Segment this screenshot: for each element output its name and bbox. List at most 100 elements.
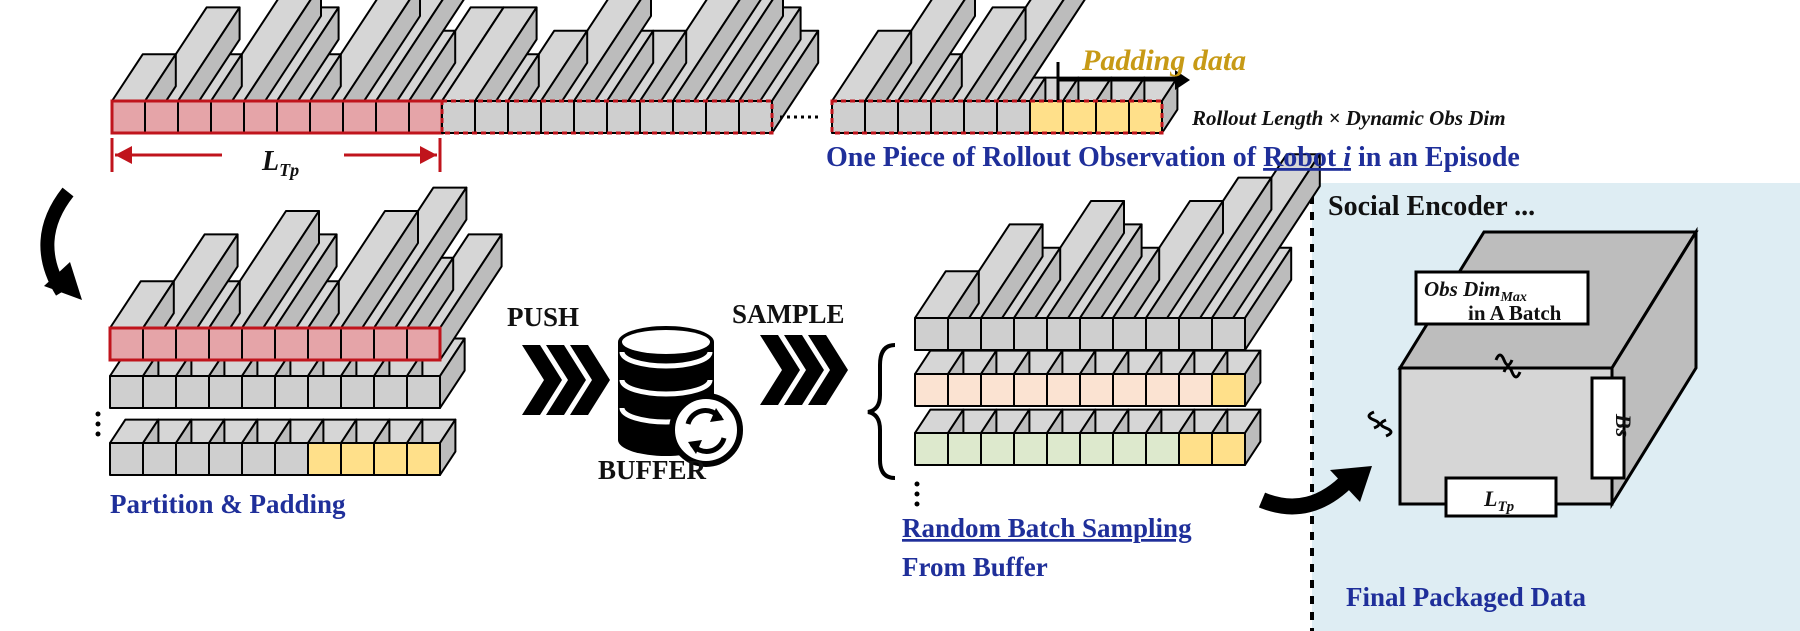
buffer-label: BUFFER (598, 455, 707, 485)
block-cell (507, 100, 542, 134)
block-cell (1128, 100, 1163, 134)
block-cell (1145, 432, 1180, 466)
block-cell (1211, 432, 1246, 466)
block-cell (241, 327, 276, 361)
block-cell (1079, 432, 1114, 466)
block-cell (831, 100, 866, 134)
block-cell (540, 100, 575, 134)
block-cell (144, 100, 179, 134)
segment-outline (830, 99, 1164, 135)
robot-i-underlined: Robot i (1263, 142, 1351, 173)
block-cell (175, 327, 210, 361)
block-cell (241, 375, 276, 409)
block-cell (996, 100, 1031, 134)
block-cell (1211, 373, 1246, 407)
block-cell (340, 442, 375, 476)
block-cell (177, 100, 212, 134)
block-cell (672, 100, 707, 134)
block-cell (441, 100, 476, 134)
block-cell (307, 442, 342, 476)
block-cell (274, 442, 309, 476)
block-cell (1178, 373, 1213, 407)
ltp-left-arrowhead (115, 146, 132, 164)
block-cell (864, 100, 899, 134)
block-cell (914, 317, 949, 351)
push-label: PUSH (507, 302, 579, 332)
dim-break-left (1367, 410, 1393, 438)
block-cell (606, 100, 641, 134)
block-cell (1095, 100, 1130, 134)
stack-dots (95, 411, 101, 437)
block-cell (1178, 317, 1213, 351)
block-cell (963, 100, 998, 134)
block-cell (276, 100, 311, 134)
block-cell (1112, 432, 1147, 466)
block-cell (175, 375, 210, 409)
block-cell (241, 442, 276, 476)
bs-label: Bs (1611, 413, 1636, 437)
block-cell (1046, 373, 1081, 407)
block-cell (914, 432, 949, 466)
block-cell (1029, 100, 1064, 134)
block-cell (930, 100, 965, 134)
curved-arrow-to-cube-head (1330, 466, 1372, 502)
block-cell (1046, 432, 1081, 466)
block-cell (947, 432, 982, 466)
segment-outline (108, 326, 442, 362)
cube-ltp-label: LTp (1483, 486, 1515, 515)
block-cell (375, 100, 410, 134)
block-cell (309, 100, 344, 134)
block-cell (705, 100, 740, 134)
block-cell (947, 373, 982, 407)
block-cell (111, 100, 146, 134)
dim-break-top (1494, 353, 1522, 379)
block-cell (142, 327, 177, 361)
database-icon (618, 326, 743, 467)
block-cell (109, 327, 144, 361)
block-cell (109, 442, 144, 476)
block-cell (142, 375, 177, 409)
batch-brace (867, 343, 896, 480)
block-cell (1112, 373, 1147, 407)
block-cell (373, 327, 408, 361)
block-cell (1013, 432, 1048, 466)
ltp-label: LTp (261, 146, 299, 180)
bs-box (1590, 376, 1626, 480)
block-cell (639, 100, 674, 134)
block-cell (1013, 317, 1048, 351)
ltp-right-arrowhead (420, 146, 437, 164)
block-cell (373, 375, 408, 409)
social-encoder-label: Social Encoder ... (1328, 191, 1535, 222)
block-cell (340, 375, 375, 409)
from-buffer-label: From Buffer (902, 552, 1048, 582)
block-cell (274, 375, 309, 409)
block-cell (406, 327, 441, 361)
block-cell (897, 100, 932, 134)
block-cell (914, 373, 949, 407)
block-cell (1062, 100, 1097, 134)
curved-arrow-down-head (44, 262, 82, 300)
block-cell (406, 375, 441, 409)
block-cell (1013, 373, 1048, 407)
block-cell (1112, 317, 1147, 351)
block-cell (947, 317, 982, 351)
sample-chevrons (760, 335, 848, 405)
block-cell (980, 317, 1015, 351)
partition-padding-label: Partition & Padding (110, 489, 346, 519)
obs-dim-box (1414, 270, 1590, 326)
padding-arrowhead (1175, 70, 1190, 90)
padding-data-label: Padding data (1081, 44, 1246, 77)
block-cell (1079, 317, 1114, 351)
block-cell (340, 327, 375, 361)
block-cell (208, 327, 243, 361)
block-cell (406, 442, 441, 476)
sample-label: SAMPLE (732, 299, 845, 329)
random-batch-label: Random Batch Sampling (902, 513, 1192, 543)
block-cell (142, 442, 177, 476)
block-cell (474, 100, 509, 134)
block-cell (307, 375, 342, 409)
block-cell (373, 442, 408, 476)
block-cell (1145, 317, 1180, 351)
